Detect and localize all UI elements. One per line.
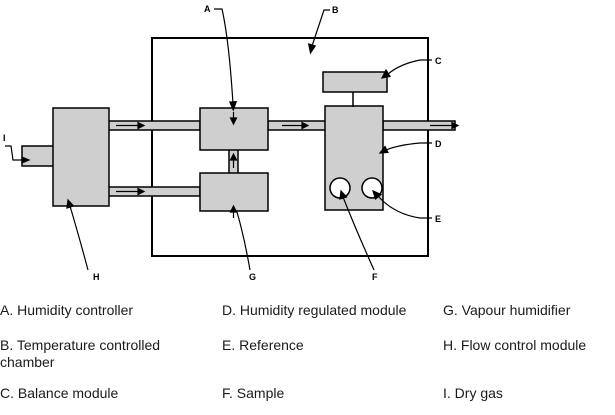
callout-b: B [332, 5, 339, 15]
legend-text: Vapour humidifier [461, 302, 571, 318]
legend-letter: B. [0, 337, 14, 353]
legend-item-f: F. Sample [222, 385, 422, 402]
legend-letter: I. [443, 385, 451, 401]
legend-letter: G. [443, 302, 458, 318]
legend-text: Flow control module [460, 337, 587, 353]
legend-item-d: D. Humidity regulated module [222, 302, 437, 319]
legend-text: Balance module [17, 385, 119, 401]
legend-text: Temperature controlled chamber [0, 337, 161, 370]
legend-item-i: I. Dry gas [443, 385, 615, 402]
callout-e: E [435, 214, 441, 224]
legend-letter: D. [222, 302, 236, 318]
legend-letter: H. [443, 337, 457, 353]
balance-module [322, 71, 388, 93]
legend-item-c: C. Balance module [0, 385, 200, 402]
schematic-diagram: A B C D E F G H I [3, 4, 460, 282]
callout-g: G [249, 272, 256, 282]
legend-item-e: E. Reference [222, 337, 422, 354]
legend-letter: F. [222, 385, 233, 401]
flow-arrows [116, 112, 460, 218]
callout-i: I [3, 133, 6, 143]
legend-text: Reference [239, 337, 304, 353]
legend: A. Humidity controller B. Temperature co… [0, 294, 615, 415]
callout-c: C [435, 56, 442, 66]
legend-item-h: H. Flow control module [443, 337, 615, 354]
legend-text: Dry gas [454, 385, 503, 401]
vapour-humidifier [199, 172, 269, 212]
legend-item-g: G. Vapour humidifier [443, 302, 615, 319]
legend-letter: C. [0, 385, 14, 401]
legend-text: Humidity regulated module [239, 302, 407, 318]
callout-d: D [435, 139, 442, 149]
flow-control-module [52, 107, 110, 207]
callout-h: H [93, 272, 100, 282]
callout-f: F [372, 272, 378, 282]
legend-letter: E. [222, 337, 236, 353]
legend-item-a: A. Humidity controller [0, 302, 200, 319]
legend-item-b: B. Temperature controlled chamber [0, 337, 180, 371]
pipe-dry-gas-inlet [21, 145, 57, 167]
legend-text: Humidity controller [17, 302, 134, 318]
callout-a: A [204, 4, 211, 14]
leader-lines [5, 8, 432, 271]
legend-letter: A. [0, 302, 14, 318]
legend-text: Sample [236, 385, 285, 401]
